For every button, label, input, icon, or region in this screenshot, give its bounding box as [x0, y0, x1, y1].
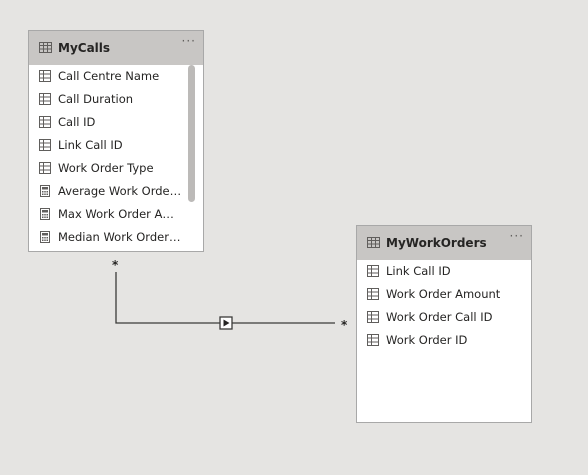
table-icon — [367, 237, 380, 248]
table-column-icon — [39, 139, 51, 151]
field-row[interactable]: Median Work Order Amount — [29, 226, 187, 249]
field-row[interactable]: Call Duration — [29, 88, 187, 111]
table-column-icon — [39, 70, 51, 82]
table-column-icon — [39, 116, 51, 128]
field-row[interactable]: Work Order Amount — [357, 283, 515, 306]
more-options-icon[interactable]: ··· — [181, 34, 196, 48]
cardinality-many-from: * — [112, 258, 119, 272]
field-row[interactable]: Average Work Order Amount — [29, 180, 187, 203]
field-row[interactable]: Link Call ID — [29, 134, 187, 157]
field-row[interactable]: Call ID — [29, 111, 187, 134]
field-row[interactable]: Call Centre Name — [29, 65, 187, 88]
calculator-icon — [40, 231, 50, 243]
table-column-icon — [39, 162, 51, 174]
table-header[interactable]: MyCalls ··· — [29, 31, 203, 65]
field-row[interactable]: Work Order ID — [357, 329, 515, 352]
table-column-icon — [367, 265, 379, 277]
scrollbar-thumb[interactable] — [188, 65, 195, 202]
table-header[interactable]: MyWorkOrders ··· — [357, 226, 531, 260]
table-title: MyWorkOrders — [386, 236, 487, 250]
table-column-icon — [367, 334, 379, 346]
calculator-icon — [40, 185, 50, 197]
table-icon — [39, 42, 52, 53]
table-column-icon — [367, 311, 379, 323]
field-row[interactable]: Max Work Order Amount — [29, 203, 187, 226]
field-row[interactable]: Link Call ID — [357, 260, 515, 283]
cardinality-many-to: * — [341, 318, 348, 332]
field-row[interactable]: Work Order Type — [29, 157, 187, 180]
table-column-icon — [367, 288, 379, 300]
more-options-icon[interactable]: ··· — [509, 229, 524, 243]
field-row[interactable]: Work Order Call ID — [357, 306, 515, 329]
table-column-icon — [39, 93, 51, 105]
calculator-icon — [40, 208, 50, 220]
table-title: MyCalls — [58, 41, 111, 55]
play-arrow-icon[interactable] — [219, 316, 233, 330]
